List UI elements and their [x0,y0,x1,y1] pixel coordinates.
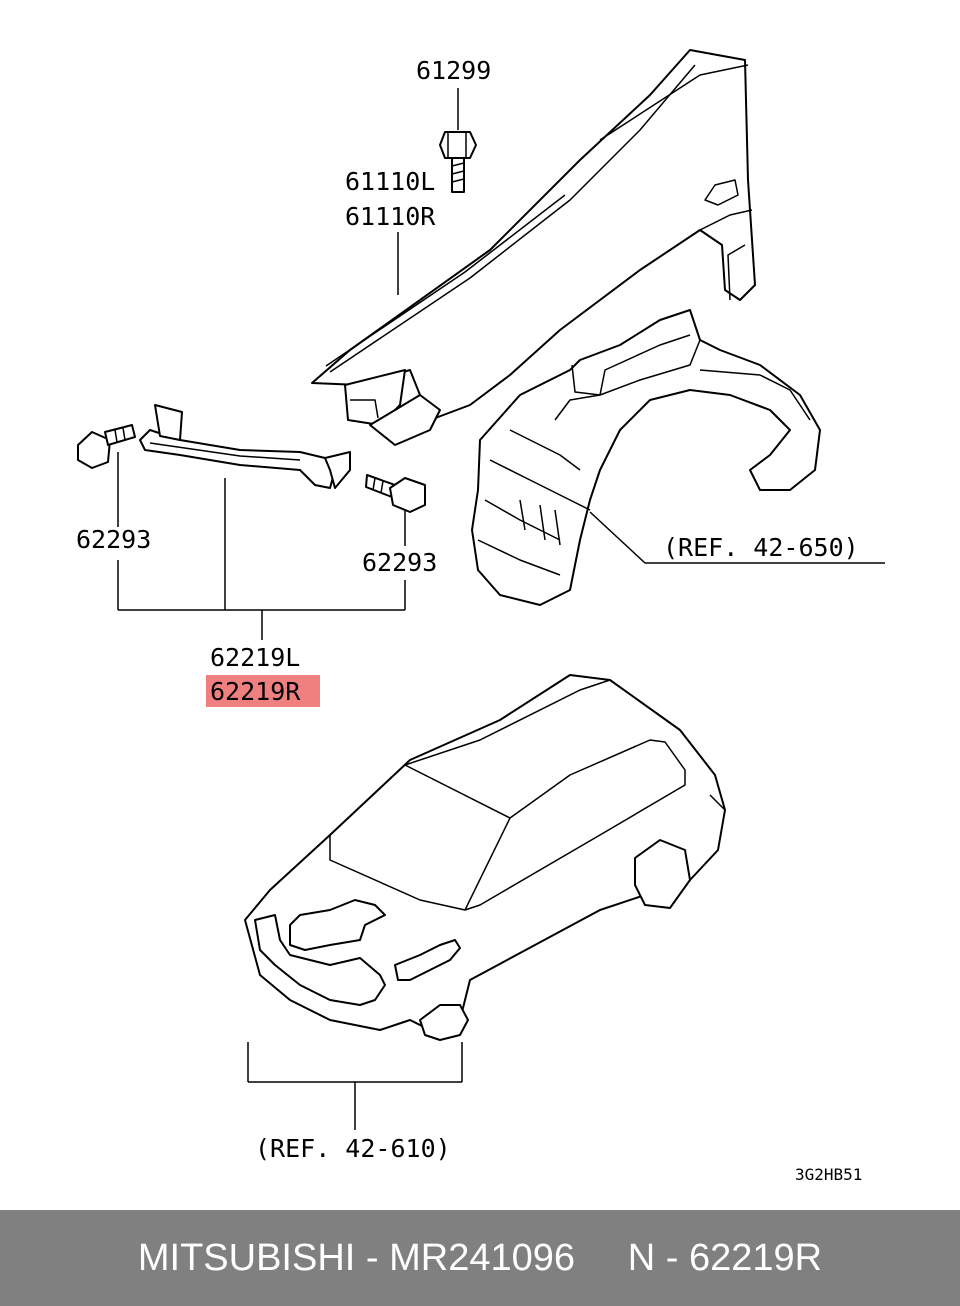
fender-bracket [139,404,351,489]
highlight-bracket-right [206,675,320,707]
label-bolt-left: 62293 [76,525,151,554]
label-bracket-left: 62219L [210,643,300,672]
label-ref-body: (REF. 42-610) [255,1134,451,1163]
leader-ref-body [247,1042,463,1130]
label-fender-left: 61110L [345,167,435,196]
leader-bracket [117,452,406,640]
parts-diagram: 61299 61110L 61110R 62293 62293 62219L 6… [76,49,885,1184]
fender-panel [311,49,756,446]
diagram-code: 3G2HB51 [795,1165,862,1184]
leader-ref-liner [589,511,885,564]
label-bolt-top: 61299 [416,56,491,85]
label-ref-liner: (REF. 42-650) [663,533,859,562]
label-bolt-right: 62293 [362,548,437,577]
bolt-right-62293 [365,474,426,513]
label-bracket-right: 62219R [210,677,301,706]
footer-text: MITSUBISHI - MR241096 N - 62219R [137,1236,823,1279]
bolt-top-61299 [439,88,477,193]
footer-bar: MITSUBISHI - MR241096 N - 62219R [0,1210,960,1306]
bolt-left-62293 [77,424,136,469]
vehicle-overview [244,674,726,1041]
wheel-liner [471,309,821,606]
label-fender-right: 61110R [345,202,436,231]
